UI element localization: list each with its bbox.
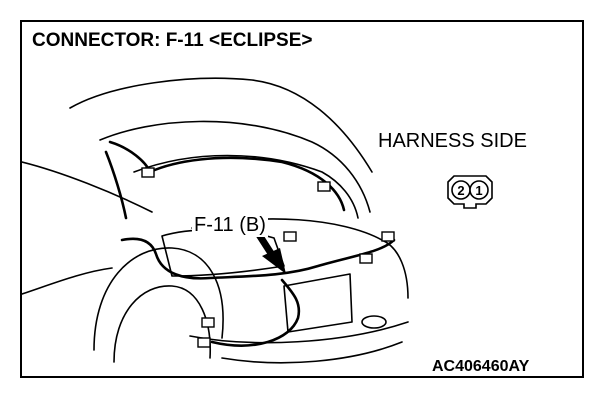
license-plate-recess: [283, 273, 353, 333]
rear-window-outline: [99, 120, 371, 213]
page-title: CONNECTOR: F-11 <ECLIPSE>: [32, 30, 313, 51]
body-lower-line: [22, 267, 113, 295]
harness-connector: [359, 253, 373, 264]
harness-connector: [197, 337, 211, 348]
connector-pin-1: 1: [475, 183, 482, 198]
harness-connector: [381, 231, 395, 242]
roof-outline: [69, 77, 373, 173]
figure-code: AC406460AY: [432, 358, 530, 375]
harness-side-label: HARNESS SIDE: [378, 130, 527, 152]
bumper-outline: [189, 321, 409, 344]
vehicle-illustration: 2 1: [22, 77, 493, 364]
connector-face-icon: 2 1: [447, 175, 493, 209]
harness-connector: [283, 231, 297, 242]
connector-callout: F-11 (B): [192, 214, 268, 237]
wheel-arch: [93, 247, 224, 351]
harness-connector: [141, 167, 155, 178]
diagram-frame: CONNECTOR: F-11 <ECLIPSE>: [20, 20, 584, 378]
harness-connector: [201, 317, 215, 328]
body-side-line: [22, 161, 153, 213]
connector-pin-2: 2: [457, 183, 464, 198]
exhaust-tip: [361, 315, 387, 329]
bumper-lower: [221, 341, 403, 364]
wheel: [113, 285, 211, 363]
rear-window-inner: [133, 154, 359, 219]
harness-connector: [317, 181, 331, 192]
